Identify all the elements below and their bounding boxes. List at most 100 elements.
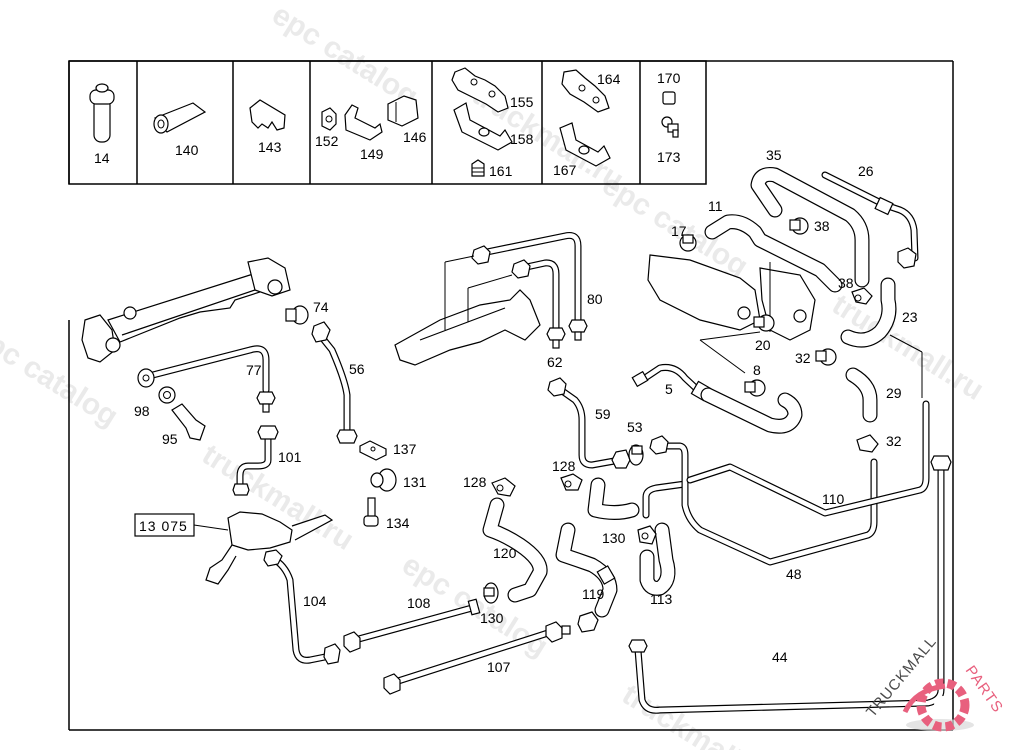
part-134-bolt[interactable]: [363, 497, 379, 527]
part-77-pipe[interactable]: [137, 345, 276, 413]
reference-box-label: 13 075: [139, 518, 188, 534]
label-95: 95: [162, 431, 178, 447]
label-158: 158: [510, 131, 534, 147]
part-130-clamp[interactable]: [483, 582, 499, 604]
part-11-hose[interactable]: [704, 214, 843, 293]
label-77: 77: [246, 362, 262, 378]
label-119: 119: [582, 586, 605, 602]
part-56-pipe[interactable]: [311, 321, 358, 444]
label-108: 108: [407, 595, 431, 611]
label-26: 26: [858, 163, 874, 179]
leader-13-075: [193, 524, 229, 531]
part-101-pipe[interactable]: [232, 425, 279, 496]
label-140: 140: [175, 142, 199, 158]
part-143-clip[interactable]: [249, 99, 286, 131]
part-131-grommet[interactable]: [370, 468, 397, 492]
label-143: 143: [258, 139, 282, 155]
part-164-holder[interactable]: [561, 69, 610, 113]
label-8: 8: [753, 362, 761, 378]
part-95-banjo-bolt[interactable]: [171, 403, 206, 441]
intake-manifold-section[interactable]: [394, 289, 541, 366]
label-130b: 130: [602, 530, 626, 546]
part-107-pipe[interactable]: [383, 621, 571, 695]
label-110: 110: [822, 491, 845, 507]
part-80-pipe[interactable]: [471, 232, 588, 341]
label-38b: 38: [838, 275, 854, 291]
label-17: 17: [671, 223, 687, 239]
part-29-hose[interactable]: [845, 367, 878, 423]
part-170-clip[interactable]: [662, 91, 676, 105]
part-53-clamp[interactable]: [628, 444, 644, 466]
label-23: 23: [902, 309, 918, 325]
part-128-clamp[interactable]: [491, 477, 516, 497]
hose-113-group[interactable]: [587, 477, 689, 596]
part-140-spacer[interactable]: [153, 102, 207, 134]
part-137-nut-plate[interactable]: [359, 440, 387, 461]
label-170: 170: [657, 70, 681, 86]
part-23-hose[interactable]: [840, 277, 897, 348]
label-38a: 38: [814, 218, 830, 234]
label-80: 80: [587, 291, 603, 307]
label-32a: 32: [795, 350, 811, 366]
label-161: 161: [489, 163, 513, 179]
leader-80: [444, 255, 475, 263]
label-134: 134: [386, 515, 410, 531]
part-108-pipe[interactable]: [343, 598, 481, 653]
label-107: 107: [487, 659, 511, 675]
watermark-truckmall: truckmall.ru: [826, 288, 989, 407]
part-44-line[interactable]: [628, 455, 952, 714]
part-26-pipe[interactable]: [821, 171, 919, 269]
fuel-rail-assembly[interactable]: [81, 257, 291, 363]
leader-23: [889, 334, 923, 353]
part-35-hose[interactable]: [750, 167, 870, 288]
part-155-holder[interactable]: [451, 67, 509, 113]
label-131: 131: [403, 474, 427, 490]
part-146-clamp-block[interactable]: [387, 95, 419, 127]
pump-assembly[interactable]: [205, 511, 334, 585]
label-155: 155: [510, 94, 534, 110]
part-130b-clamp[interactable]: [637, 525, 657, 545]
part-8-clamp[interactable]: [744, 379, 766, 397]
part-104-pipe[interactable]: [263, 549, 341, 665]
label-20: 20: [755, 337, 771, 353]
part-152-nut[interactable]: [321, 107, 337, 131]
label-113: 113: [650, 591, 673, 607]
part-38a-clamp[interactable]: [789, 217, 809, 235]
part-149-bracket[interactable]: [344, 104, 383, 141]
part-32a-clamp[interactable]: [815, 348, 837, 366]
part-119-hose[interactable]: [555, 522, 618, 633]
label-120: 120: [493, 545, 517, 561]
part-32b-clamp[interactable]: [856, 434, 879, 453]
leader-8: [699, 339, 746, 374]
part-62-pipe[interactable]: [511, 259, 566, 349]
leader-62: [467, 274, 513, 289]
part-173-connector[interactable]: [661, 116, 679, 138]
part-167-bracket[interactable]: [559, 122, 611, 167]
part-161-grommet[interactable]: [471, 159, 485, 177]
part-74-clamp[interactable]: [285, 305, 309, 325]
part-14-bolt[interactable]: [89, 83, 115, 143]
part-5-hose[interactable]: [631, 364, 803, 434]
part-20-clamp[interactable]: [753, 314, 775, 332]
part-38b-clamp[interactable]: [851, 287, 873, 305]
label-53: 53: [627, 419, 643, 435]
label-11: 11: [708, 198, 723, 214]
label-137: 137: [393, 441, 417, 457]
leader-20: [699, 331, 761, 341]
part-48-line[interactable]: [649, 435, 878, 566]
part-17-clamp[interactable]: [679, 234, 697, 252]
label-56: 56: [349, 361, 365, 377]
reference-box-13-075[interactable]: 13 075: [134, 513, 195, 537]
part-98-washer[interactable]: [158, 386, 176, 404]
part-128b-clamp[interactable]: [560, 473, 583, 491]
label-44: 44: [772, 649, 788, 665]
part-110-line[interactable]: [686, 400, 930, 517]
label-173: 173: [657, 149, 681, 165]
label-146: 146: [403, 129, 427, 145]
part-59-pipe[interactable]: [547, 377, 631, 469]
label-48: 48: [786, 566, 802, 582]
part-120-hose[interactable]: [482, 497, 548, 603]
part-158-bracket[interactable]: [453, 102, 513, 151]
label-29: 29: [886, 385, 902, 401]
